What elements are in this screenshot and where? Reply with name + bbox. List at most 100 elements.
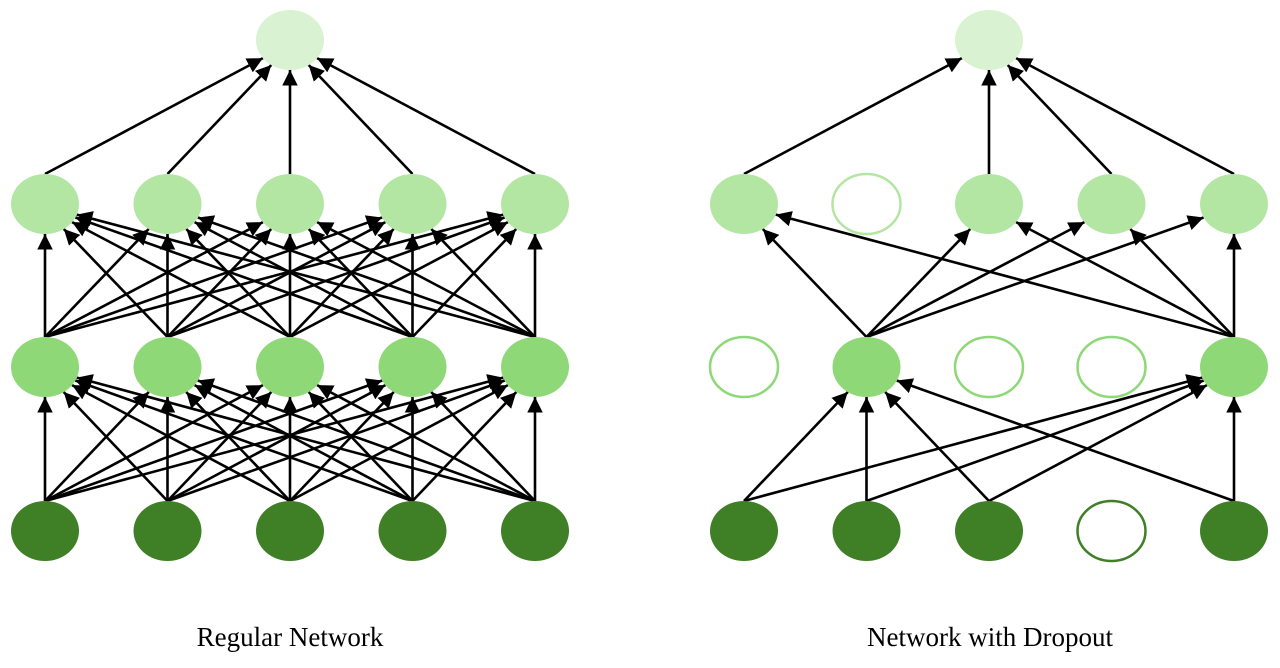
dropout-neuron-l2-n3 bbox=[1077, 174, 1146, 234]
dropout-neuron-l1-n2-dropped bbox=[953, 335, 1025, 399]
regular-neuron-l2-n2 bbox=[256, 174, 324, 234]
regular-edge-l0n4-to-l1n1 bbox=[197, 378, 536, 503]
regular-edge-l1n4-to-l2n0 bbox=[76, 211, 536, 339]
regular-edge-l0n1-to-l1n3 bbox=[166, 383, 387, 503]
regular-neuron-l0-n1 bbox=[133, 501, 202, 561]
regular-edge-l0n4-to-l1n2 bbox=[316, 383, 536, 503]
regular-edge-l1n1-to-l2n3 bbox=[166, 220, 387, 339]
dropout-neuron-l0-n2 bbox=[955, 501, 1023, 561]
dropout-network bbox=[708, 10, 1268, 563]
dropout-edge-l0n0-to-l1n1 bbox=[743, 391, 849, 502]
regular-edge-l1n2-to-l2n0 bbox=[71, 220, 291, 339]
dropout-edge-l1n1-to-l2n0 bbox=[761, 228, 868, 338]
dropout-network-caption: Network with Dropout bbox=[867, 622, 1113, 652]
dropout-edge-l0n2-to-l1n1 bbox=[884, 391, 990, 502]
dropout-neuron-l0-n1 bbox=[832, 501, 901, 561]
dropout-neurons bbox=[708, 10, 1268, 563]
regular-edge-l0n2-to-l1n0 bbox=[71, 383, 291, 503]
regular-edge-l1n1-to-l2n0 bbox=[62, 228, 169, 338]
regular-neuron-l1-n2 bbox=[256, 337, 324, 397]
regular-edge-l1n1-to-l2n4 bbox=[167, 215, 506, 339]
regular-edge-l0n2-to-l1n1 bbox=[185, 391, 291, 502]
dropout-neuron-l2-n2 bbox=[955, 174, 1023, 234]
dropout-neuron-l1-n1 bbox=[832, 337, 901, 397]
regular-neuron-l0-n3 bbox=[378, 501, 447, 561]
regular-edge-l1n0-to-l2n2 bbox=[44, 220, 264, 339]
dropout-edge-l2n3-to-l3n0 bbox=[1006, 64, 1113, 175]
regular-neuron-l1-n1 bbox=[133, 337, 202, 397]
regular-edge-l1n2-to-l2n1 bbox=[185, 228, 291, 338]
dropout-neuron-l2-n4 bbox=[1200, 174, 1268, 234]
regular-network-caption: Regular Network bbox=[196, 622, 384, 652]
dropout-neuron-l0-n0 bbox=[710, 501, 778, 561]
dropout-neuron-l0-n4 bbox=[1200, 501, 1268, 561]
regular-edge-l1n0-to-l2n1 bbox=[44, 228, 150, 338]
regular-edge-l0n1-to-l1n4 bbox=[167, 378, 506, 503]
regular-edge-l0n3-to-l1n2 bbox=[307, 391, 414, 502]
regular-neuron-l0-n2 bbox=[256, 501, 324, 561]
regular-neuron-l1-n0 bbox=[11, 337, 79, 397]
dropout-edge-l2n0-to-l3n0 bbox=[743, 56, 963, 176]
regular-edge-l1n0-to-l2n4 bbox=[44, 211, 504, 339]
dropout-neuron-l1-n3-dropped bbox=[1076, 335, 1147, 399]
dropout-connections bbox=[743, 56, 1242, 503]
regular-edge-l0n4-to-l1n0 bbox=[76, 374, 536, 503]
regular-neuron-l3-n0 bbox=[256, 10, 324, 70]
dropout-edge-l1n1-to-l2n4 bbox=[866, 215, 1205, 339]
dropout-edge-l0n4-to-l1n1 bbox=[896, 378, 1235, 503]
regular-edge-l1n2-to-l2n3 bbox=[289, 228, 395, 338]
regular-neuron-l2-n4 bbox=[501, 174, 569, 234]
dropout-neuron-l2-n0 bbox=[710, 174, 778, 234]
regular-edge-l0n3-to-l1n1 bbox=[193, 383, 414, 503]
regular-neuron-l2-n3 bbox=[378, 174, 447, 234]
regular-edge-l1n3-to-l2n1 bbox=[193, 220, 414, 339]
regular-edge-l0n2-to-l1n4 bbox=[289, 383, 509, 503]
dropout-neuron-l3-n0 bbox=[955, 10, 1023, 70]
dropout-edge-l0n0-to-l1n4 bbox=[743, 374, 1203, 503]
regular-edge-l1n4-to-l2n1 bbox=[197, 215, 536, 339]
dropout-neuron-l0-n3-dropped bbox=[1076, 499, 1147, 563]
dropout-neuron-l1-n4 bbox=[1200, 337, 1268, 397]
regular-edge-l0n4-to-l1n3 bbox=[430, 391, 536, 502]
regular-neuron-l1-n3 bbox=[378, 337, 447, 397]
regular-edge-l0n0-to-l1n2 bbox=[44, 383, 264, 503]
dropout-edge-l1n1-to-l2n2 bbox=[865, 228, 972, 338]
regular-edge-l1n1-to-l2n2 bbox=[166, 228, 273, 338]
dropout-edge-l0n1-to-l1n4 bbox=[866, 378, 1205, 503]
regular-edge-l1n2-to-l2n4 bbox=[289, 220, 509, 339]
regular-edge-l0n3-to-l1n4 bbox=[411, 391, 518, 502]
regular-neuron-l0-n0 bbox=[11, 501, 79, 561]
regular-edge-l2n3-to-l3n0 bbox=[307, 64, 414, 175]
dropout-edge-l2n4-to-l3n0 bbox=[1015, 56, 1235, 176]
regular-edge-l1n3-to-l2n4 bbox=[411, 228, 518, 338]
regular-edge-l1n0-to-l2n3 bbox=[44, 215, 383, 339]
regular-edge-l1n4-to-l2n3 bbox=[430, 228, 536, 338]
regular-edge-l1n3-to-l2n0 bbox=[74, 215, 413, 339]
regular-edge-l2n0-to-l3n0 bbox=[44, 56, 264, 176]
regular-neuron-l2-n1 bbox=[133, 174, 202, 234]
regular-edge-l2n1-to-l3n0 bbox=[166, 64, 273, 175]
regular-edge-l1n3-to-l2n2 bbox=[307, 228, 414, 338]
dropout-edge-l1n4-to-l2n0 bbox=[775, 211, 1235, 339]
regular-edge-l0n3-to-l1n0 bbox=[74, 378, 413, 503]
regular-edge-l0n0-to-l1n4 bbox=[44, 374, 504, 503]
regular-connections bbox=[37, 56, 543, 503]
regular-edge-l0n0-to-l1n1 bbox=[44, 391, 150, 502]
regular-edge-l0n1-to-l1n0 bbox=[62, 391, 169, 502]
regular-neuron-l2-n0 bbox=[11, 174, 79, 234]
regular-neuron-l1-n4 bbox=[501, 337, 569, 397]
dropout-edge-l0n2-to-l1n4 bbox=[988, 383, 1208, 503]
regular-edge-l2n4-to-l3n0 bbox=[316, 56, 536, 176]
dropout-edge-l1n1-to-l2n3 bbox=[865, 220, 1086, 339]
regular-neurons bbox=[11, 10, 569, 561]
regular-edge-l0n2-to-l1n3 bbox=[289, 391, 395, 502]
dropout-edge-l1n4-to-l2n2 bbox=[1015, 220, 1235, 339]
regular-edge-l0n0-to-l1n3 bbox=[44, 378, 383, 503]
dropout-neuron-l1-n0-dropped bbox=[708, 335, 780, 399]
regular-neuron-l0-n4 bbox=[501, 501, 569, 561]
regular-network bbox=[11, 10, 569, 561]
dropout-neuron-l2-n1-dropped bbox=[831, 172, 902, 236]
regular-edge-l0n1-to-l1n2 bbox=[166, 391, 273, 502]
regular-edge-l1n4-to-l2n2 bbox=[316, 220, 536, 339]
